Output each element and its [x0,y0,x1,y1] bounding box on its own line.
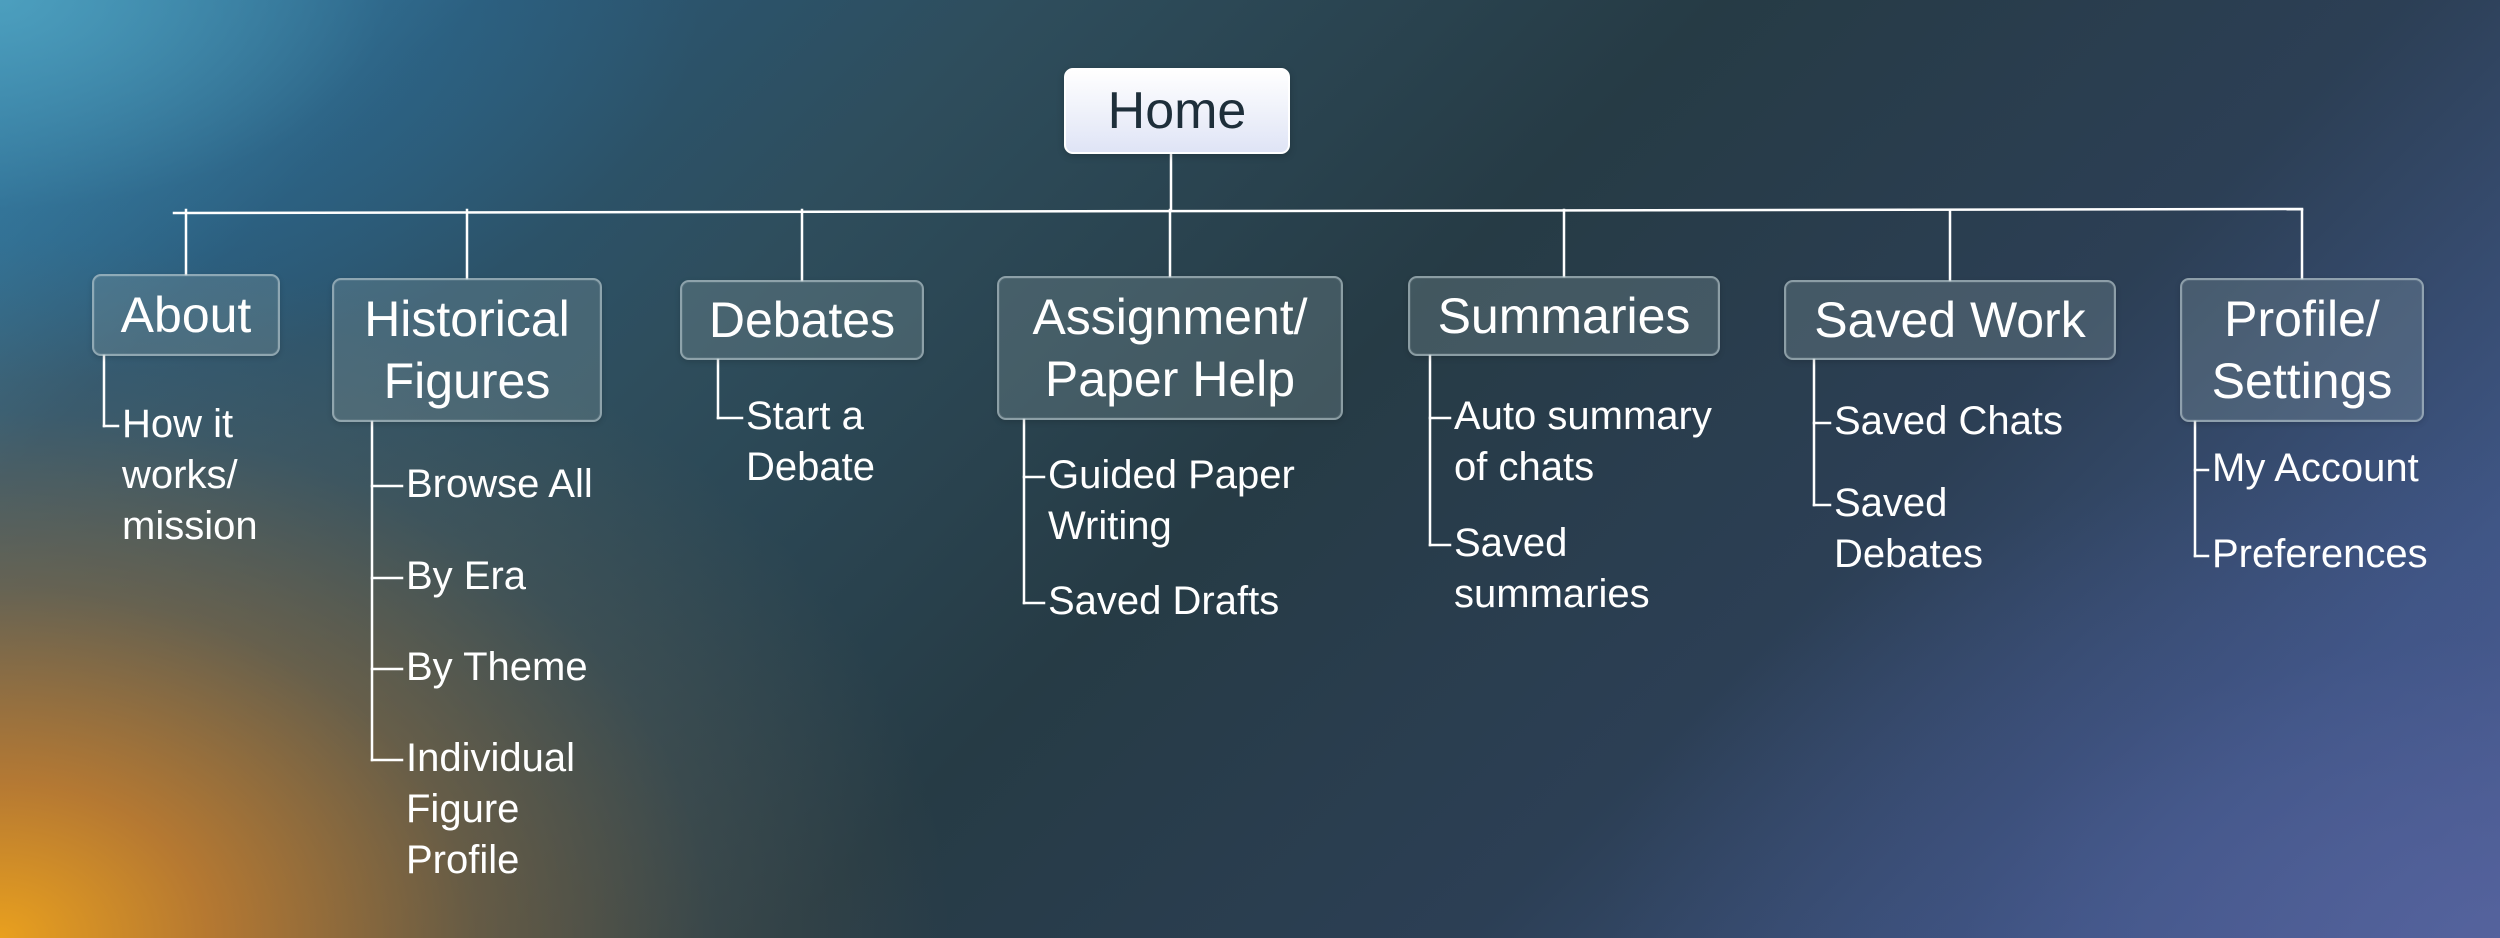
connector-bus [172,207,2304,215]
node-profile-settings-label: Profile/Settings [2212,288,2393,412]
node-label-line: Assignment/ [1032,289,1308,345]
leaf-item-line: Auto summary [1454,393,1712,438]
node-label-line: Settings [2211,353,2393,409]
node-about-label: About [121,284,252,346]
node-label-line: Historical [364,291,570,347]
node-about[interactable]: About [92,274,280,356]
node-home[interactable]: Home [1064,68,1290,154]
leaf-item-line: mission [122,503,258,548]
leaf-item-line: Writing [1048,503,1172,548]
leaf-item[interactable]: Saved Drafts [1048,576,1279,627]
leaf-item-line: Preferences [2212,531,2428,576]
leaf-item-line: Debate [746,444,875,489]
leaf-item-line: Guided Paper [1048,452,1295,497]
leaf-item-line: Saved Chats [1834,398,2064,443]
leaf-item-line: Debates [1834,531,1983,576]
node-label-line: Paper Help [1044,351,1296,407]
node-summaries[interactable]: Summaries [1408,276,1720,356]
leaf-item[interactable]: Saved Chats [1834,396,2063,447]
leaf-item-line: By Theme [406,644,588,689]
leaf-item[interactable]: By Theme [406,642,588,693]
leaf-item-line: Saved [1454,520,1568,565]
node-label-line: Debates [708,292,896,348]
leaf-item-line: Start a [746,393,864,438]
leaf-item-line: My Account [2212,445,2419,490]
leaf-item[interactable]: Browse All [406,459,593,510]
leaf-item[interactable]: By Era [406,551,526,602]
leaf-item-line: works/ [122,452,238,497]
leaf-item[interactable]: Start a Debate [746,391,875,493]
node-saved-work[interactable]: Saved Work [1784,280,2116,360]
leaf-item-line: Individual [406,735,576,780]
node-label-line: Profile/ [2224,291,2380,347]
leaf-item-line: Saved [1834,480,1948,525]
node-profile-settings[interactable]: Profile/Settings [2180,278,2424,422]
node-assignment-paper-help[interactable]: Assignment/Paper Help [997,276,1343,420]
leaf-item-line: Browse All [406,461,593,506]
node-assignment-paper-help-label: Assignment/Paper Help [1032,286,1307,410]
node-label-line: Figures [383,353,551,409]
leaf-item-line: Profile [406,837,520,882]
leaf-item[interactable]: Saved summaries [1454,518,1650,620]
node-saved-work-label: Saved Work [1814,289,2085,351]
node-label-line: Saved Work [1814,292,2086,348]
leaf-item-line: Saved Drafts [1048,578,1280,623]
leaf-item-line: Figure [406,786,520,831]
node-home-label: Home [1107,82,1247,140]
node-label-line: Summaries [1437,288,1691,344]
leaf-item-line: By Era [406,553,527,598]
leaf-item[interactable]: Auto summary of chats [1454,391,1712,493]
leaf-item[interactable]: Preferences [2212,529,2428,580]
leaf-item-line: summaries [1454,571,1650,616]
node-debates[interactable]: Debates [680,280,924,360]
node-summaries-label: Summaries [1438,285,1691,347]
node-label-line: About [120,287,252,343]
leaf-item-line: of chats [1454,444,1595,489]
leaf-item[interactable]: How it works/mission [122,399,258,552]
leaf-item[interactable]: My Account [2212,443,2419,494]
node-debates-label: Debates [709,289,895,351]
leaf-item-line: How it [122,401,234,446]
